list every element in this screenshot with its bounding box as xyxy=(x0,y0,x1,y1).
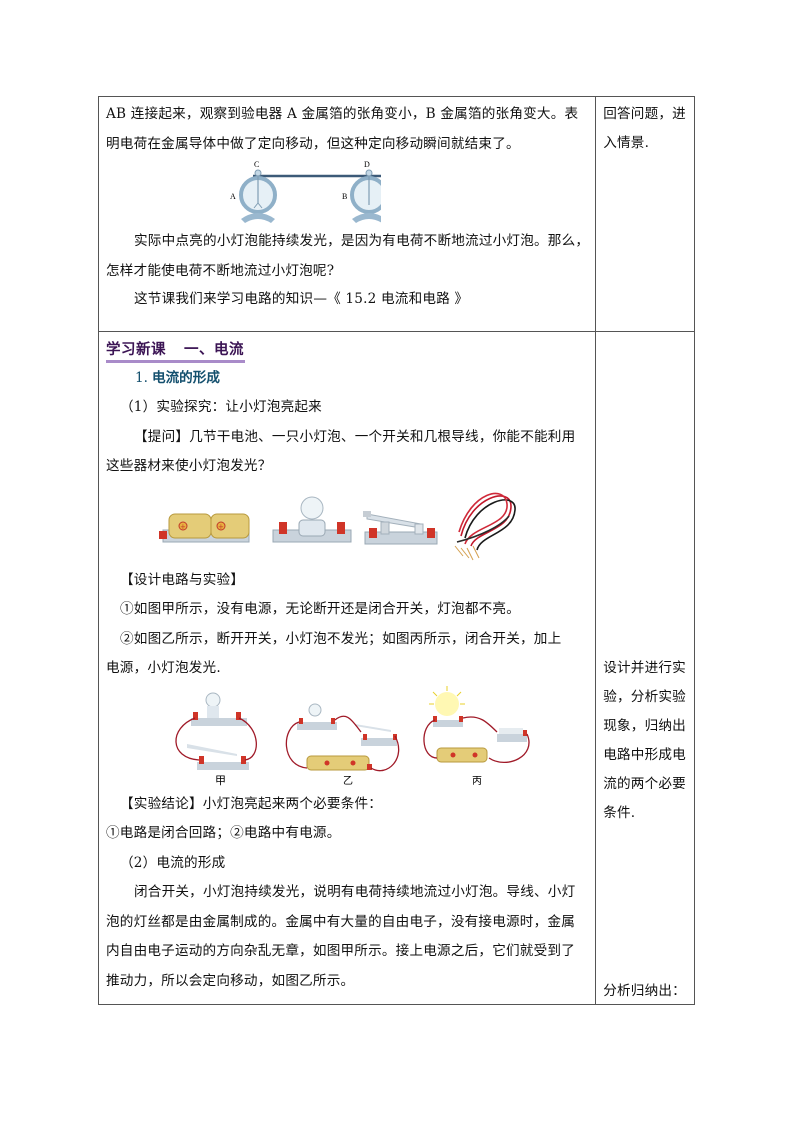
electroscope-figure: C D A xyxy=(211,159,595,227)
design-item: ②如图乙所示，断开开关，小灯泡不发光；如图丙所示，闭合开关，加上 xyxy=(120,630,562,647)
components-figure: + + xyxy=(151,482,595,566)
circuit-yi-icon xyxy=(285,703,400,771)
lesson-plan-table: AB 连接起来，观察到验电器 A 金属箔的张角变小，B 金属箔的张角变大。表 明… xyxy=(97,96,695,1005)
design-item: 电源，小灯泡发光. xyxy=(106,660,221,676)
section-heading: 学习新课 一、电流 xyxy=(106,340,245,363)
activity-text: 设计并进行实验，分析实验现象，归纳出电路中形成电流的两个必要条件. xyxy=(603,660,686,821)
activity-cell-intro: 回答问题，进入情景. xyxy=(595,96,695,332)
svg-text:+: + xyxy=(218,523,224,531)
label-d: D xyxy=(364,160,370,169)
circuit-jia-icon xyxy=(175,692,257,770)
electroscope-b-icon xyxy=(350,176,381,223)
intro-text-line: 明电荷在金属导体中做了定向移动，但这种定向移动瞬间就结束了。 xyxy=(106,135,520,152)
conclusion-title: 【实验结论】小灯泡亮起来两个必要条件： xyxy=(120,795,383,812)
intro-text-line: AB 连接起来，观察到验电器 A 金属箔的张角变小，B 金属箔的张角变大。表 xyxy=(106,106,579,122)
intro-topic-line: 这节课我们来学习电路的知识—《 15.2 电流和电路 》 xyxy=(134,291,469,307)
circuits-figure: 甲 xyxy=(165,684,595,790)
label-a: A xyxy=(230,192,236,201)
content-cell-intro: AB 连接起来，观察到验电器 A 金属箔的张角变小，B 金属箔的张角变大。表 明… xyxy=(97,96,597,332)
question-line: 【提问】几节干电池、一只小灯泡、一个开关和几根导线，你能不能利用 xyxy=(134,428,576,445)
table-row: AB 连接起来，观察到验电器 A 金属箔的张角变小，B 金属箔的张角变大。表 明… xyxy=(97,96,695,332)
wires-icon xyxy=(454,492,516,560)
conclusion-items: ①电路是闭合回路；②电路中有电源。 xyxy=(106,825,341,841)
formation-line: 闭合开关，小灯泡持续发光，说明有电荷持续地流过小灯泡。导线、小灯 xyxy=(134,884,576,900)
label-c: C xyxy=(254,160,259,169)
design-item: ①如图甲所示，没有电源，无论断开还是闭合开关，灯泡都不亮。 xyxy=(120,601,521,617)
label-b: B xyxy=(342,192,347,201)
subsection-title: 1.电流的形成 xyxy=(99,363,595,393)
heading-part-1: 学习新课 xyxy=(106,341,166,358)
activity-cell-current: 设计并进行实验，分析实验现象，归纳出电路中形成电流的两个必要条件. 分析归纳出： xyxy=(595,331,695,1005)
table-row: 学习新课 一、电流 1.电流的形成 （1）实验探究：让小灯泡亮起来 【提问】几节干… xyxy=(97,331,695,1005)
electroscope-a-icon xyxy=(239,176,277,223)
subsection-title-text: 电流的形成 xyxy=(151,370,220,386)
experiment-title: （1）实验探究：让小灯泡亮起来 xyxy=(120,399,322,415)
caption-jia: 甲 xyxy=(215,774,226,787)
formation-title: （2）电流的形成 xyxy=(120,854,226,871)
content-cell-current: 学习新课 一、电流 1.电流的形成 （1）实验探究：让小灯泡亮起来 【提问】几节干… xyxy=(97,331,597,1005)
activity-text: 回答问题，进入情景. xyxy=(603,106,686,151)
design-title: 【设计电路与实验】 xyxy=(120,571,245,588)
battery-holder-icon: + + xyxy=(159,513,250,542)
formation-line: 推动力，所以会定向移动，如图乙所示。 xyxy=(106,972,355,989)
formation-line: 泡的灯丝都是由金属制成的。金属中有大量的自由电子，没有接电源时，金属 xyxy=(106,913,575,930)
caption-bing: 丙 xyxy=(472,776,482,787)
heading-part-2: 一、电流 xyxy=(184,341,244,358)
svg-text:+: + xyxy=(180,523,186,531)
knife-switch-icon xyxy=(363,510,438,544)
subsection-number: 1. xyxy=(135,370,148,386)
bulb-socket-icon xyxy=(272,496,352,542)
formation-line: 内自由电子运动的方向杂乱无章，如图甲所示。接上电源之后，它们就受到了 xyxy=(106,943,575,959)
intro-paragraph-line: 怎样才能使电荷不断地流过小灯泡呢? xyxy=(106,262,335,279)
caption-yi: 乙 xyxy=(343,775,353,787)
question-line: 这些器材来使小灯泡发光？ xyxy=(106,458,272,474)
intro-paragraph-line: 实际中点亮的小灯泡能持续发光，是因为有电荷不断地流过小灯泡。那么， xyxy=(134,233,590,249)
circuit-bing-icon xyxy=(423,685,530,763)
activity-text: 分析归纳出： xyxy=(603,983,686,999)
